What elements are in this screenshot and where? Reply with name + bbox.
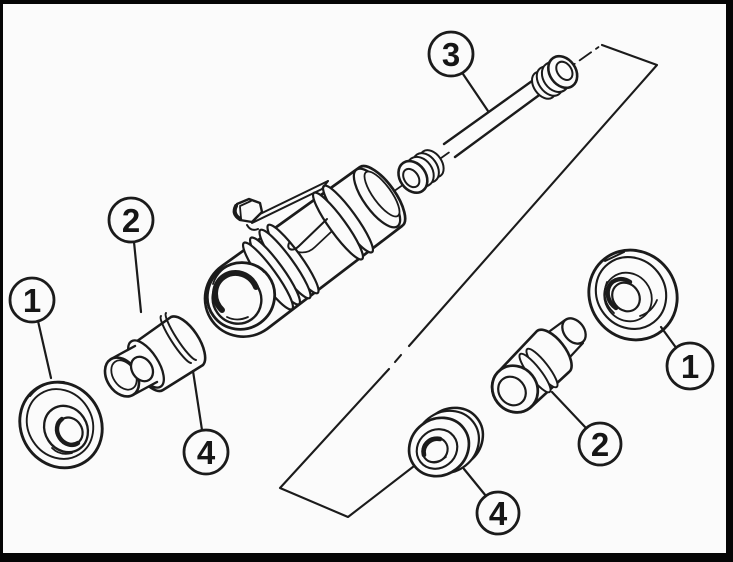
right-piston-nose-face: [561, 317, 587, 345]
right-boot-rim-ring: [594, 256, 668, 330]
bore-bottom-arc: [226, 316, 249, 321]
surface-highlight-line: [287, 218, 328, 251]
fold-line-dash: [393, 353, 403, 364]
callout-4-left: 4: [182, 428, 230, 476]
left-piston-rear-ring: [164, 312, 197, 361]
callout-3: 3: [427, 30, 475, 78]
left-piston-seat-recess: [129, 355, 155, 383]
callout-circle: [107, 196, 155, 244]
border-bottom: [0, 553, 733, 562]
callouts: 1 2 3 4 4 2 1: [8, 30, 715, 536]
right-piston-face-ring: [497, 375, 527, 407]
bore-shadow-crescent: [212, 269, 259, 313]
right-piston: [490, 317, 587, 414]
cylinder-end-cap-inner: [363, 170, 401, 218]
left-dust-boot: [18, 380, 104, 470]
callout-label: 4: [489, 495, 508, 532]
surface-highlight-line: [297, 231, 332, 254]
right-boot-hole-shadow: [605, 276, 633, 311]
callout-1-right: 1: [665, 341, 715, 391]
pad-end-edge: [321, 180, 329, 190]
border-left: [0, 0, 3, 562]
leader-4-right: [462, 467, 488, 498]
spring-tube-mask: [444, 81, 542, 157]
left-piston-rear-ring: [159, 315, 192, 364]
callout-circle: [427, 30, 475, 78]
callout-2-left: 2: [107, 196, 155, 244]
bleed-screw-facets: [239, 200, 252, 219]
right-dust-boot: [587, 248, 679, 342]
pad-near-edge: [251, 188, 323, 224]
right-boot-hole: [611, 281, 641, 313]
leader-1-right: [659, 325, 679, 351]
border-right: [726, 0, 733, 562]
right-piston-nose-bottom: [568, 341, 585, 359]
right-boot-inner-arc: [639, 299, 658, 317]
fold-line-lower: [278, 367, 420, 519]
spring-upper-coil: [531, 54, 579, 100]
right-seal-face-ring: [415, 428, 459, 470]
mounting-pad: [251, 180, 329, 224]
leader-2-right: [550, 390, 588, 430]
bleed-screw: [232, 197, 264, 231]
callout-label: 2: [122, 202, 140, 239]
leader-3: [461, 72, 490, 113]
left-boot-hole-shadow: [54, 416, 81, 447]
callout-label: 4: [197, 434, 216, 471]
callout-label: 1: [681, 348, 699, 385]
left-boot-inner-arc: [51, 447, 73, 455]
leader-2-left: [132, 240, 143, 314]
right-seal-inner-arc: [427, 456, 447, 463]
spring-assembly: [397, 54, 579, 194]
callout-circle: [577, 421, 623, 467]
pad-far-edge: [259, 180, 329, 215]
spring-seat-hole: [402, 167, 421, 189]
left-boot-rim-arc: [29, 380, 65, 397]
fold-line: [278, 43, 659, 519]
right-boot-rim-seam: [604, 251, 625, 262]
leader-lines: [36, 72, 679, 498]
callout-label: 2: [591, 426, 609, 463]
right-seal-hole-shadow: [421, 436, 443, 458]
callout-1-left: 1: [8, 276, 56, 324]
wheel-cylinder-body: [203, 164, 407, 338]
fold-line-upper: [407, 43, 659, 348]
callout-4-right: 4: [475, 490, 521, 536]
bleed-screw-shadow: [232, 204, 242, 221]
right-boot-cup-wall: [603, 271, 653, 323]
leader-4-left: [191, 369, 204, 432]
leader-1-left: [36, 319, 53, 380]
rim-detail-arc: [212, 261, 265, 285]
right-seal-cup: [407, 406, 485, 478]
left-piston: [103, 312, 207, 398]
bleed-screw-neck: [246, 224, 259, 231]
callout-circle: [475, 490, 521, 536]
spring-lower-coil: [397, 149, 445, 194]
callout-2-right: 2: [577, 421, 623, 467]
callout-circle: [182, 428, 230, 476]
callout-label: 3: [442, 36, 460, 73]
callout-circle: [665, 341, 715, 391]
border-top: [0, 0, 733, 4]
spring-tube-top-line: [442, 79, 534, 146]
spring-seat-hole: [555, 60, 574, 81]
callout-circle: [8, 276, 56, 324]
right-boot-inner-arc: [603, 281, 615, 314]
callout-label: 1: [23, 282, 41, 319]
spring-tube-bottom-line: [453, 91, 544, 159]
left-boot-rim-ring: [25, 388, 95, 460]
